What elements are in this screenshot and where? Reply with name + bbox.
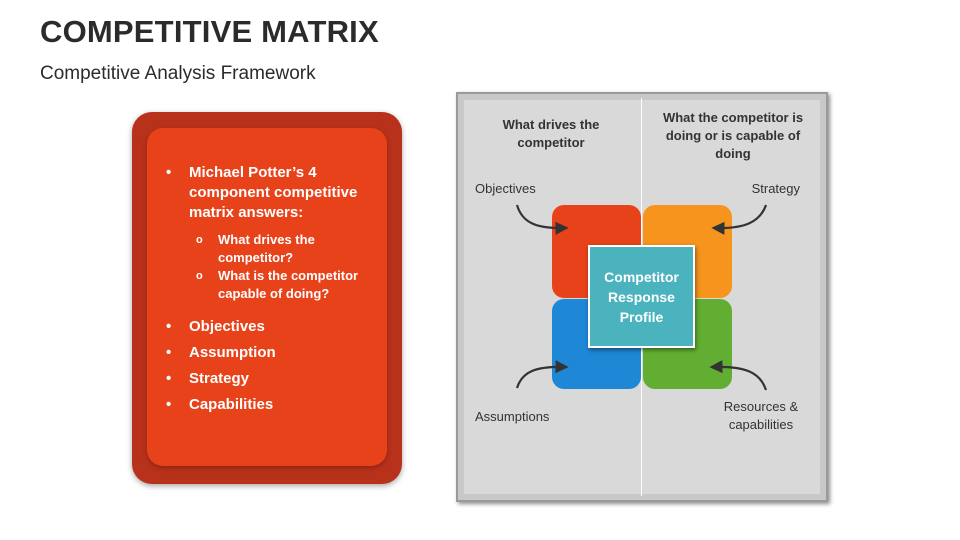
slide-subtitle: Competitive Analysis Framework xyxy=(40,63,316,84)
component-text: Objectives xyxy=(189,318,265,335)
info-card xyxy=(147,128,387,466)
bullet-icon: • xyxy=(166,344,172,361)
objectives-arrow-icon xyxy=(515,204,569,235)
question-item: o What is the competitor capable of doin… xyxy=(166,267,376,303)
strategy-label: Strategy xyxy=(751,181,800,196)
component-list: • Objectives • Assumption • Strategy • C… xyxy=(166,317,376,415)
strategy-arrow-icon xyxy=(711,204,768,235)
component-text: Strategy xyxy=(189,370,250,387)
component-item: • Strategy xyxy=(166,369,376,389)
bullet-icon: • xyxy=(166,318,172,335)
objectives-label: Objectives xyxy=(475,181,536,196)
component-text: Assumption xyxy=(189,344,276,361)
slide-title: COMPETITIVE MATRIX xyxy=(40,14,379,49)
question-text: What is the competitor capable of doing? xyxy=(218,268,359,301)
intro-bullet: • Michael Potter’s 4 component competiti… xyxy=(166,163,376,223)
bullet-icon: • xyxy=(166,164,172,181)
info-card-list: • Michael Potter’s 4 component competiti… xyxy=(166,163,376,421)
center-label: Competitor Response Profile xyxy=(604,268,679,325)
resources-capabilities-label: Resources & capabilities xyxy=(723,399,799,432)
question-text: What drives the competitor? xyxy=(218,232,315,265)
assumptions-arrow-icon xyxy=(515,360,569,389)
question-item: o What drives the competitor? xyxy=(166,231,376,267)
bullet-icon: • xyxy=(166,370,172,387)
left-column-heading: What drives the competitor xyxy=(502,117,600,150)
sub-bullet-icon: o xyxy=(196,234,203,246)
assumptions-label: Assumptions xyxy=(475,409,550,424)
sub-bullet-icon: o xyxy=(196,270,203,282)
right-column-heading: What the competitor is doing or is capab… xyxy=(662,110,804,161)
question-list: o What drives the competitor? o What is … xyxy=(166,231,376,303)
component-item: • Assumption xyxy=(166,343,376,363)
resources-arrow-icon xyxy=(709,360,768,391)
bullet-icon: • xyxy=(166,396,172,413)
component-item: • Objectives xyxy=(166,317,376,337)
intro-text: Michael Potter’s 4 component competitive… xyxy=(189,164,358,221)
component-text: Capabilities xyxy=(189,396,274,413)
competitor-response-profile-box: Competitor Response Profile xyxy=(588,245,695,348)
component-item: • Capabilities xyxy=(166,395,376,415)
